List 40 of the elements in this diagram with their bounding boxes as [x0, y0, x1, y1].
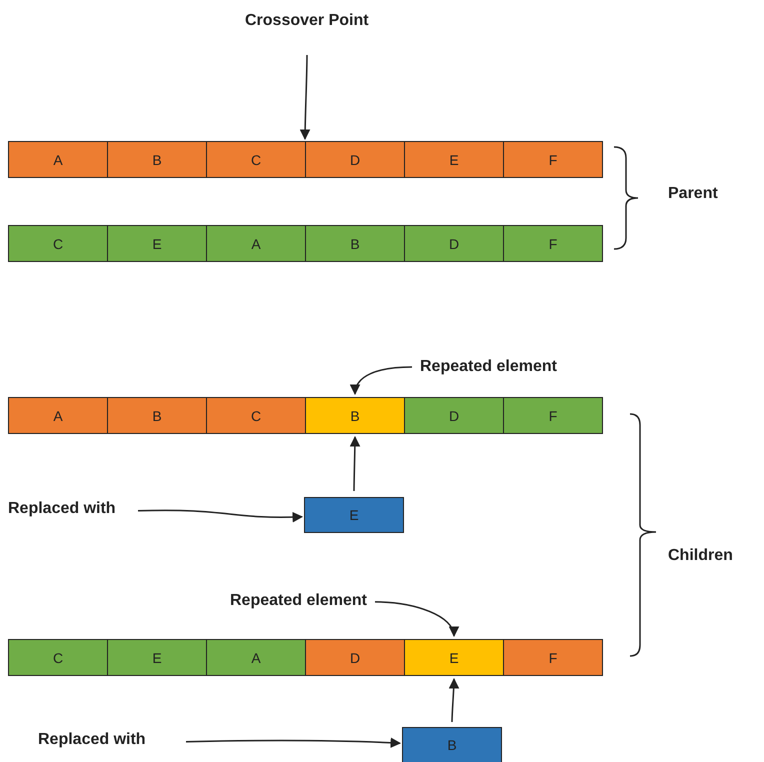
gene-cell: D — [404, 397, 504, 434]
annotation-text: Replaced with — [38, 731, 146, 749]
gene-cell: E — [404, 141, 504, 178]
annotation-text: Repeated element — [420, 358, 557, 376]
gene-cell: A — [206, 225, 306, 262]
replacement-gene: E — [304, 497, 404, 533]
gene-cell: C — [206, 397, 306, 434]
gene-cell: D — [305, 639, 405, 676]
arrow — [350, 436, 360, 491]
gene-cell: E — [107, 225, 207, 262]
gene-cell: F — [503, 225, 603, 262]
gene-cell: B — [305, 225, 405, 262]
gene-cell: D — [305, 141, 405, 178]
replacement-gene: B — [402, 727, 502, 762]
gene-cell: B — [107, 397, 207, 434]
gene-cell: A — [206, 639, 306, 676]
gene-cell: A — [8, 141, 108, 178]
arrow — [374, 601, 458, 638]
gene-cell: C — [206, 141, 306, 178]
arrow — [350, 366, 412, 396]
annotation-text: Crossover Point — [245, 12, 369, 30]
gene-cell: B — [305, 397, 405, 434]
arrow — [300, 55, 310, 140]
gene-cell: E — [404, 639, 504, 676]
gene-cell: F — [503, 397, 603, 434]
group-label: Children — [668, 547, 733, 565]
gene-cell: A — [8, 397, 108, 434]
gene-cell: C — [8, 225, 108, 262]
annotation-text: Replaced with — [8, 500, 116, 518]
annotation-text: Repeated element — [230, 592, 367, 610]
arrow — [448, 678, 460, 722]
gene-cell: F — [503, 141, 603, 178]
arrow — [186, 738, 402, 748]
group-label: Parent — [668, 185, 718, 203]
gene-cell: C — [8, 639, 108, 676]
gene-cell: D — [404, 225, 504, 262]
gene-cell: E — [107, 639, 207, 676]
arrow — [138, 510, 304, 522]
gene-cell: B — [107, 141, 207, 178]
gene-cell: F — [503, 639, 603, 676]
